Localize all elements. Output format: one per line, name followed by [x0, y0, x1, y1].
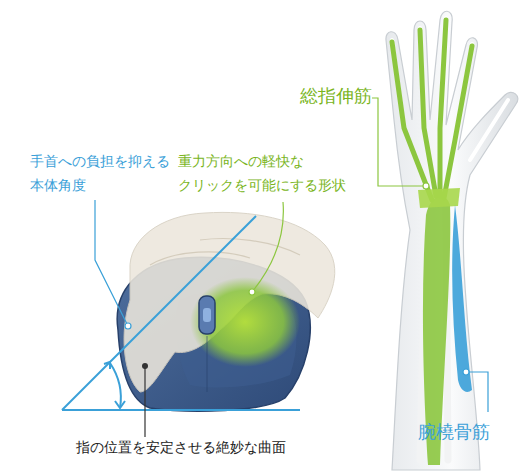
- feature-note: 重力方向への軽快な クリックを可能にする形状: [178, 150, 348, 197]
- muscle-name: 総指伸筋: [300, 84, 380, 107]
- muscle-name: 腕橈骨筋: [418, 420, 518, 443]
- feature-note: 手首への負担を抑える 本体角度: [30, 150, 180, 197]
- feature-note: 指の位置を安定させる絶妙な曲面: [76, 436, 306, 460]
